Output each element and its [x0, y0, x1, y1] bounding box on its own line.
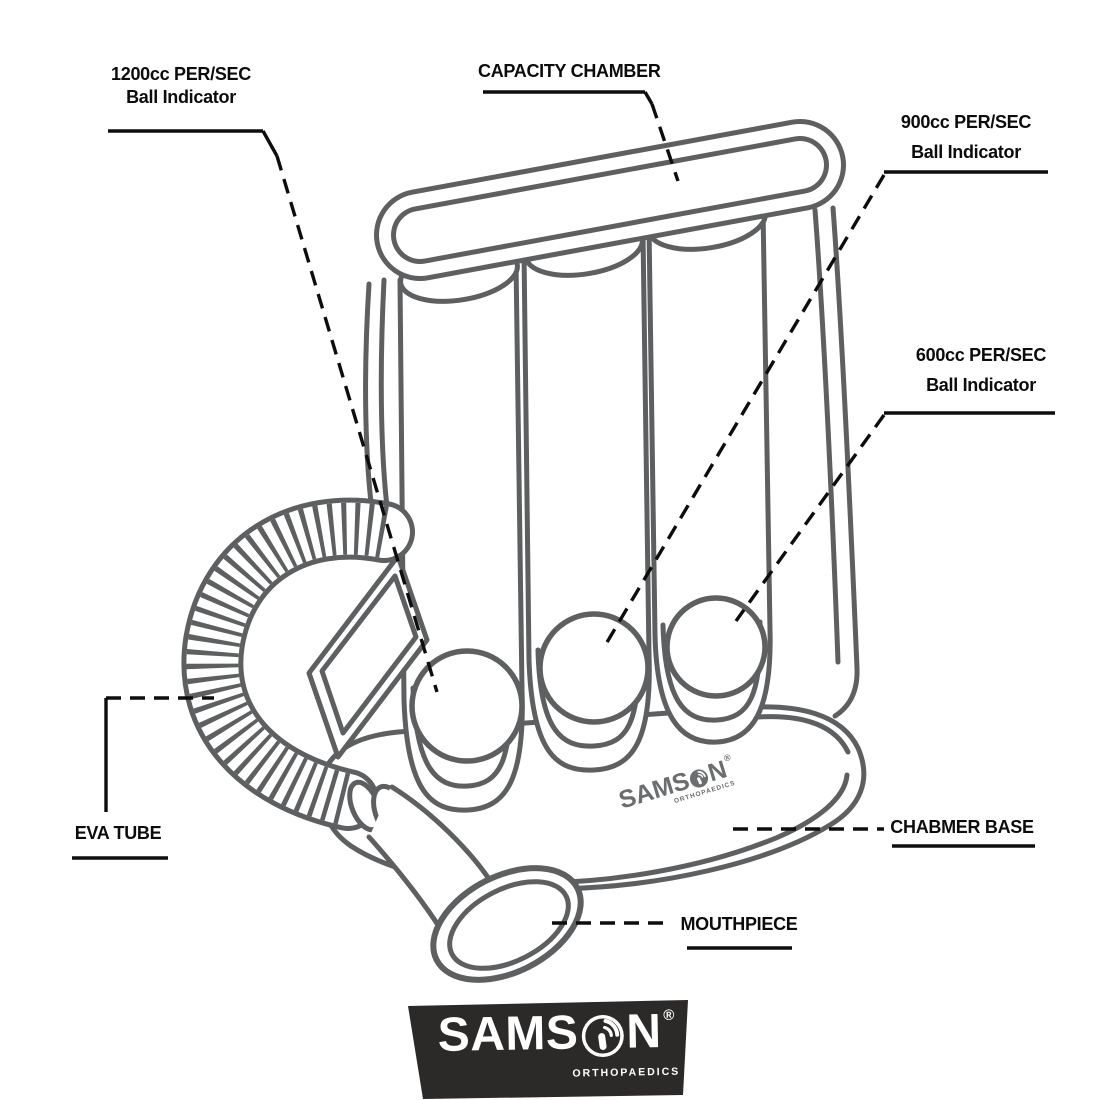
label-chamber-base: CHABMER BASE	[883, 816, 1041, 839]
mouthpiece-drawing	[347, 779, 584, 983]
label-line: 600cc PER/SEC	[915, 345, 1047, 365]
label-ball-indicator-1200: 1200cc PER/SEC Ball Indicator	[96, 63, 266, 109]
label-line: 1200cc PER/SEC	[111, 64, 251, 84]
ball-600cc	[664, 595, 768, 699]
leader-lines	[72, 90, 1055, 950]
label-ball-indicator-900: 900cc PER/SEC Ball Indicator	[878, 111, 1054, 164]
footer-logo-content: SAMS N ® ORTHOPAEDICS	[408, 1000, 688, 1099]
label-capacity-chamber: CAPACITY CHAMBER	[478, 60, 661, 83]
label-line: Ball Indicator	[926, 375, 1036, 395]
tube-holder-drawing	[306, 553, 430, 760]
label-line: Ball Indicator	[126, 87, 236, 107]
label-line: 900cc PER/SEC	[900, 112, 1032, 132]
top-frame-drawing	[374, 119, 846, 281]
side-frame-drawing	[363, 205, 860, 719]
registered-mark: ®	[663, 1006, 675, 1024]
brand-suffix: N	[625, 1005, 663, 1059]
footer-brand-text: SAMS N ®	[437, 1005, 675, 1062]
registered-mark: ®	[722, 752, 732, 764]
device-brand-text: SAMS N ®	[616, 752, 748, 815]
eva-tube-drawing	[181, 497, 415, 831]
ball-900cc	[537, 611, 651, 725]
footer-brand-logo: SAMS N ® ORTHOPAEDICS	[405, 999, 690, 1099]
label-line: CAPACITY CHAMBER	[478, 61, 661, 81]
label-line: Ball Indicator	[911, 142, 1021, 162]
footer-logo-box: SAMS N ® ORTHOPAEDICS	[408, 1000, 688, 1099]
label-eva-tube: EVA TUBE	[58, 822, 178, 845]
ball-1200cc	[409, 648, 525, 764]
brand-subtitle: ORTHOPAEDICS	[572, 1065, 681, 1080]
label-line: MOUTHPIECE	[680, 914, 798, 934]
knee-joint-icon	[690, 769, 709, 788]
label-line: EVA TUBE	[74, 823, 162, 843]
knee-joint-icon	[581, 1015, 624, 1058]
label-ball-indicator-600: 600cc PER/SEC Ball Indicator	[893, 344, 1069, 397]
indicator-balls-drawing	[409, 595, 768, 764]
brand-prefix: SAMS	[437, 1006, 579, 1062]
device-brand-logo: SAMS N ® ORTHOPAEDICS	[616, 752, 750, 821]
label-line: CHABMER BASE	[890, 817, 1034, 837]
label-mouthpiece: MOUTHPIECE	[679, 913, 799, 936]
